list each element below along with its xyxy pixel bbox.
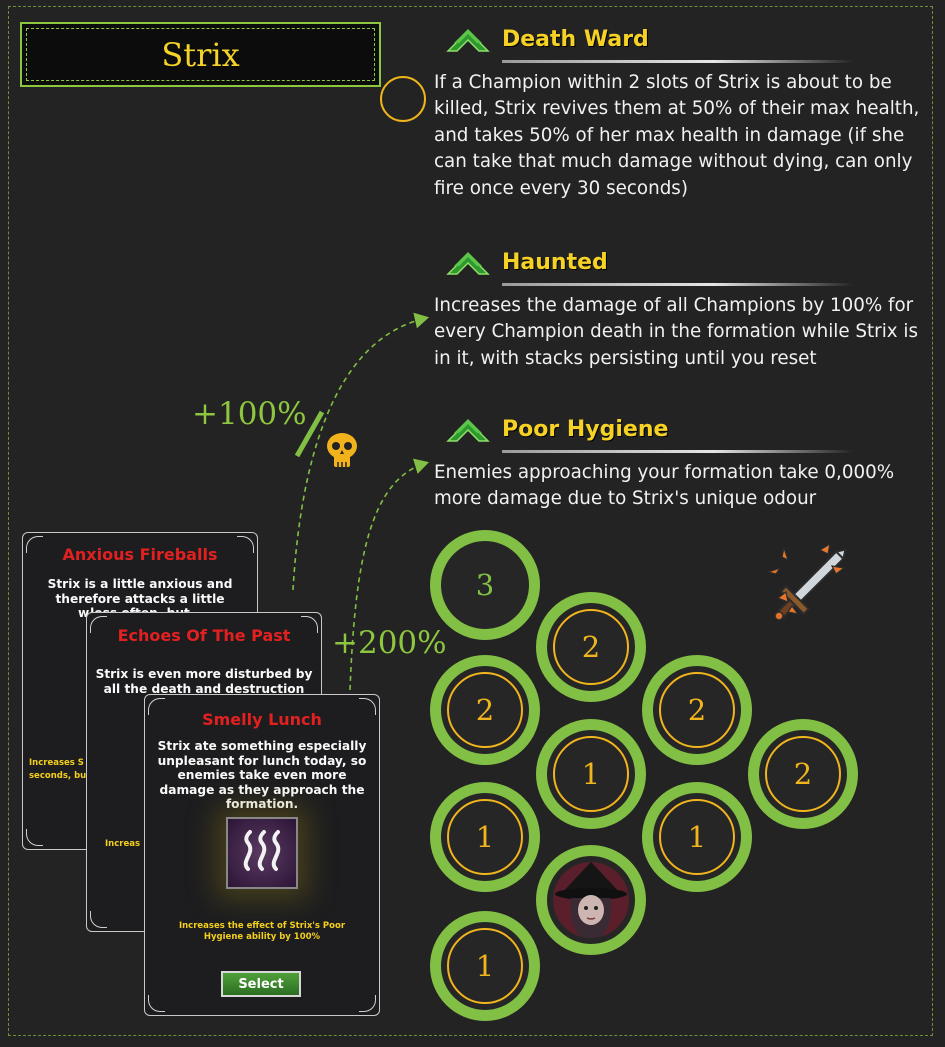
formation-slot-strix[interactable] — [536, 845, 646, 955]
ability-header-death-ward: Death Ward — [446, 22, 649, 56]
strix-portrait — [553, 862, 629, 938]
slot-number: 2 — [581, 630, 601, 664]
slot-number: 2 — [793, 757, 813, 791]
ability-description: Enemies approaching your formation take … — [434, 462, 895, 510]
slot-ring — [447, 928, 523, 1004]
formation-slot[interactable]: 1 — [430, 911, 540, 1021]
haunted-bonus: +100% — [192, 396, 307, 432]
ring-marker — [380, 76, 426, 122]
ability-divider — [502, 60, 854, 63]
formation-slot[interactable]: 2 — [430, 655, 540, 765]
ability-header-poor-hygiene: Poor Hygiene — [446, 412, 668, 446]
slot-number: 1 — [687, 820, 707, 854]
ability-name: Poor Hygiene — [502, 416, 669, 442]
ability-header-haunted: Haunted — [446, 245, 608, 279]
slot-ring — [553, 736, 629, 812]
ability-description: If a Champion within 2 slots of Strix is… — [434, 72, 920, 199]
slot-number: 2 — [687, 693, 707, 727]
card-footer: Increases the effect of Strix's Poor Hyg… — [178, 921, 346, 942]
formation-slot[interactable]: 1 — [430, 782, 540, 892]
slot-number: 3 — [475, 568, 495, 602]
formation-slot[interactable]: 3 — [430, 530, 540, 640]
slot-number: 1 — [475, 820, 495, 854]
formation-slot[interactable]: 2 — [748, 719, 858, 829]
upgrade-chevron-icon — [446, 419, 490, 442]
specialization-card-smelly-lunch[interactable]: Smelly Lunch Strix ate something especia… — [144, 694, 380, 1016]
champion-name: Strix — [161, 35, 240, 74]
slash-mark — [294, 410, 325, 458]
upgrade-chevron-icon — [446, 252, 490, 275]
hygiene-bonus: +200% — [332, 625, 447, 661]
ability-description: Increases the damage of all Champions by… — [434, 295, 919, 369]
title-panel-inner: Strix — [26, 28, 375, 81]
card-title: Anxious Fireballs — [62, 545, 218, 564]
card-title: Echoes Of The Past — [117, 626, 291, 645]
haunted-arrow — [292, 312, 430, 591]
ability-divider — [502, 450, 854, 453]
slot-ring — [659, 672, 735, 748]
slot-ring — [553, 609, 629, 685]
hygiene-arrow — [349, 458, 430, 691]
upgrade-chevron-icon — [446, 29, 490, 52]
sword-arrows-icon — [765, 542, 847, 621]
ability-name: Death Ward — [502, 26, 649, 52]
card-description: Strix is even more disturbed by all the … — [95, 667, 313, 696]
ability-divider — [502, 283, 854, 286]
formation-slot[interactable]: 1 — [642, 782, 752, 892]
stench-waves-icon — [226, 817, 298, 889]
page-frame — [8, 6, 933, 1036]
slot-ring — [447, 799, 523, 875]
card-footer: Increases S — [29, 758, 84, 768]
formation-slot[interactable]: 2 — [536, 592, 646, 702]
slot-ring — [659, 799, 735, 875]
slot-number: 1 — [581, 757, 601, 791]
slot-ring — [765, 736, 841, 812]
title-panel: Strix — [20, 22, 381, 87]
card-title: Smelly Lunch — [202, 710, 322, 729]
card-footer-tail: seconds, but — [29, 771, 91, 781]
card-description: Strix ate something especially unpleasan… — [157, 739, 367, 811]
card-footer: Increas — [105, 839, 141, 849]
skull-icon — [327, 433, 357, 467]
ability-name: Haunted — [502, 249, 608, 275]
slot-number: 2 — [475, 693, 495, 727]
slot-ring — [447, 672, 523, 748]
select-button[interactable]: Select — [221, 971, 301, 997]
formation-slot[interactable]: 1 — [536, 719, 646, 829]
card-description-tail: w — [78, 606, 90, 620]
slot-number: 1 — [475, 949, 495, 983]
formation-slot[interactable]: 2 — [642, 655, 752, 765]
